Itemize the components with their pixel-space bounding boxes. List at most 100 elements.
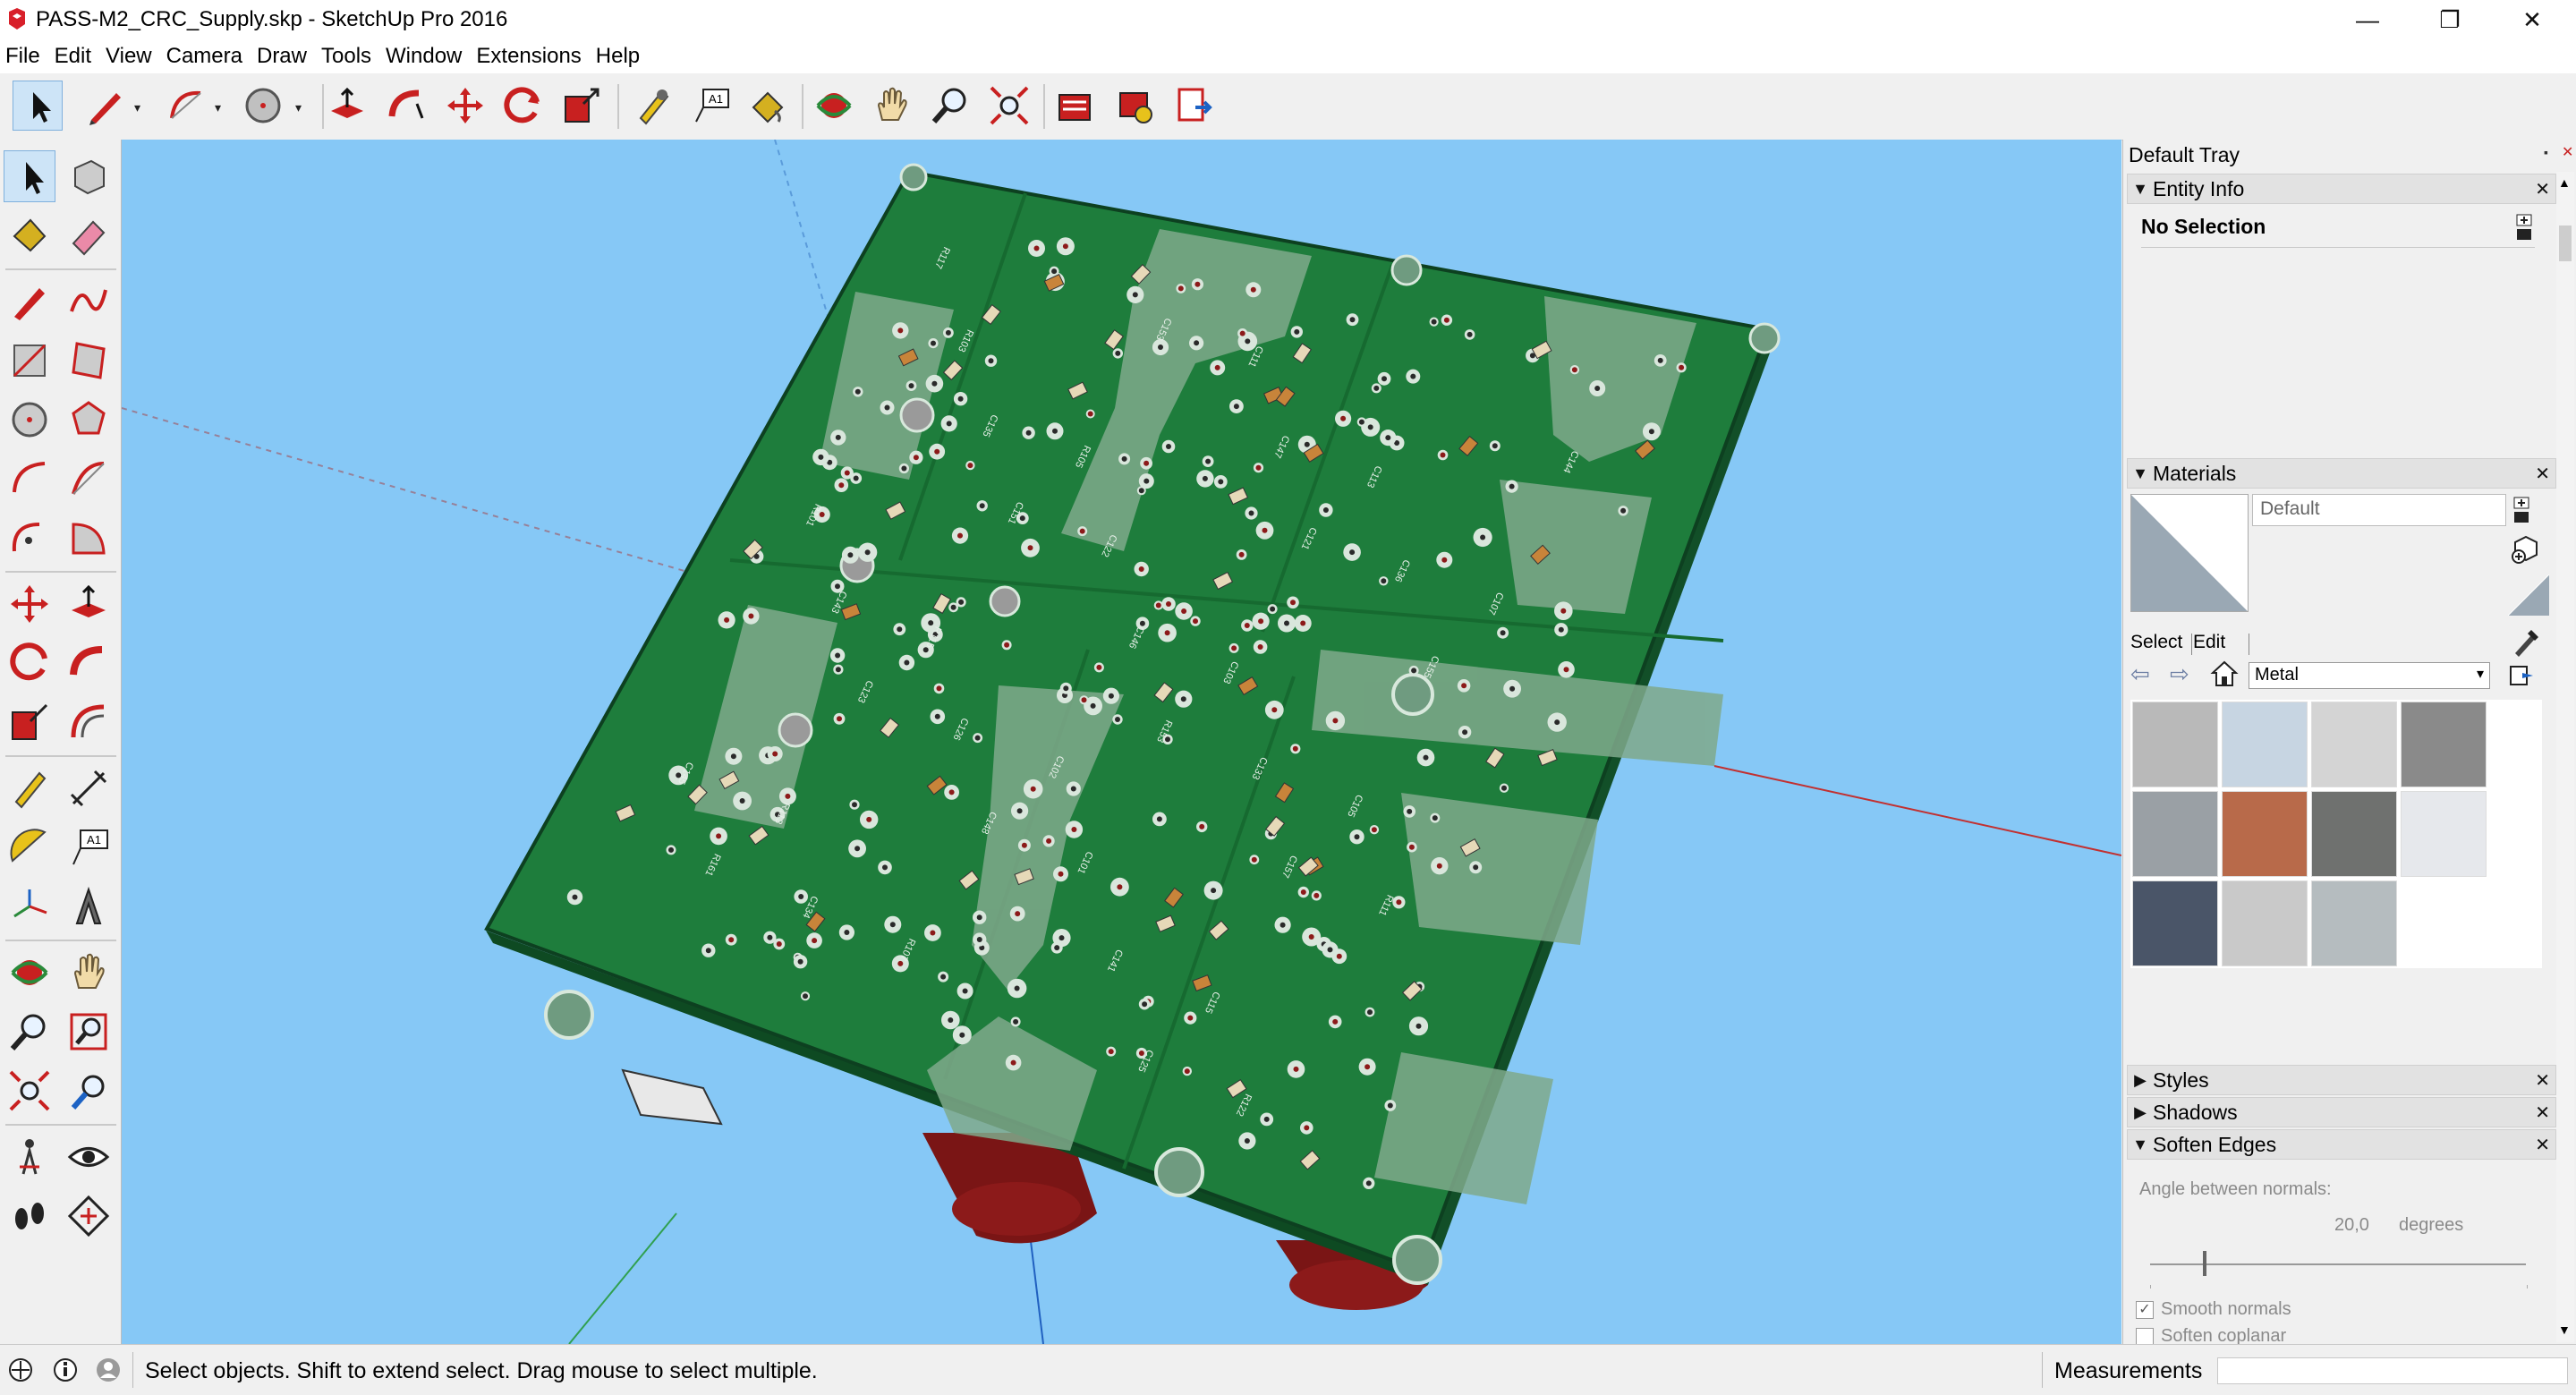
text-tool-button[interactable]: A1: [685, 81, 735, 131]
scroll-down-icon[interactable]: ▼: [2558, 1323, 2571, 1337]
circle-tool-dropdown-icon[interactable]: ▾: [295, 100, 302, 115]
angle-slider-track[interactable]: [2150, 1263, 2526, 1265]
material-swatch[interactable]: [2311, 791, 2397, 877]
palette-3-point-arc-button[interactable]: [4, 512, 55, 564]
materials-header[interactable]: ▼ Materials ✕: [2127, 458, 2556, 489]
palette-zoom-extents-button[interactable]: [4, 1065, 55, 1117]
palette-pie-button[interactable]: [63, 512, 115, 564]
palette-rotate-button[interactable]: [4, 637, 55, 689]
entity-info-expand-icon[interactable]: [2515, 213, 2533, 242]
material-swatch[interactable]: [2132, 880, 2218, 966]
material-swatch[interactable]: [2401, 702, 2487, 787]
palette-axes-button[interactable]: [4, 880, 55, 932]
circle-tool-button[interactable]: [238, 81, 288, 131]
close-button[interactable]: ✕: [2491, 0, 2573, 39]
tray-minimize-icon[interactable]: ▪: [2544, 145, 2548, 159]
palette-move-button[interactable]: [4, 578, 55, 630]
palette-circle-button[interactable]: [4, 394, 55, 446]
material-swatch[interactable]: [2132, 702, 2218, 787]
palette-arc-button[interactable]: [4, 453, 55, 505]
menu-window[interactable]: Window: [386, 44, 463, 68]
shadows-header[interactable]: ▶ Shadows ✕: [2127, 1097, 2556, 1127]
palette-line-button[interactable]: [4, 276, 55, 327]
palette-freehand-button[interactable]: [63, 276, 115, 327]
material-swatch[interactable]: [2311, 702, 2397, 787]
material-swatch[interactable]: [2222, 791, 2308, 877]
palette-position-camera-button[interactable]: [4, 1131, 55, 1183]
home-icon[interactable]: [2209, 659, 2240, 689]
library-details-icon[interactable]: [2508, 662, 2535, 689]
palette-make-component-button[interactable]: [63, 150, 115, 202]
material-swatch[interactable]: [2222, 702, 2308, 787]
palette-scale-button[interactable]: [4, 696, 55, 748]
palette-eraser-button[interactable]: [63, 209, 115, 261]
angle-slider-thumb[interactable]: [2202, 1251, 2206, 1276]
palette-paint-bucket-button[interactable]: [4, 209, 55, 261]
palette-follow-me-button[interactable]: [63, 637, 115, 689]
entity-info-header[interactable]: ▼ Entity Info ✕: [2127, 174, 2556, 204]
palette-pan-button[interactable]: [63, 947, 115, 999]
back-arrow-icon[interactable]: ⇦: [2130, 660, 2150, 687]
palette-tape-measure-button[interactable]: [4, 762, 55, 814]
menu-extensions[interactable]: Extensions: [476, 44, 582, 68]
send-to-layout-button[interactable]: [1169, 81, 1219, 131]
zoom-extents-tool-button[interactable]: [984, 81, 1034, 131]
move-tool-button[interactable]: [440, 81, 490, 131]
shadows-close-icon[interactable]: ✕: [2535, 1103, 2550, 1123]
orbit-tool-button[interactable]: [809, 81, 859, 131]
materials-edit-tab[interactable]: Edit: [2193, 632, 2226, 652]
palette-2-point-arc-button[interactable]: [63, 453, 115, 505]
palette-zoom-button[interactable]: [4, 1006, 55, 1058]
material-details-icon[interactable]: [2512, 496, 2533, 526]
follow-me-tool-button[interactable]: [381, 81, 431, 131]
forward-arrow-icon[interactable]: ⇨: [2170, 660, 2189, 687]
menu-help[interactable]: Help: [595, 44, 641, 68]
styles-header[interactable]: ▶ Styles ✕: [2127, 1065, 2556, 1095]
credits-info-icon[interactable]: [52, 1357, 79, 1383]
palette-rectangle-button[interactable]: [4, 335, 55, 387]
material-swatch[interactable]: [2401, 791, 2487, 877]
tape-measure-tool-button[interactable]: [626, 81, 676, 131]
material-name-field[interactable]: Default: [2252, 494, 2506, 526]
palette-walk-button[interactable]: [4, 1190, 55, 1242]
soften-coplanar-checkbox[interactable]: [2136, 1328, 2154, 1346]
menu-file[interactable]: File: [5, 44, 40, 68]
palette-push-pull-button[interactable]: [63, 578, 115, 630]
measurements-input[interactable]: [2217, 1357, 2568, 1384]
material-swatch[interactable]: [2222, 880, 2308, 966]
menu-edit[interactable]: Edit: [54, 44, 92, 68]
default-material-swatch[interactable]: [2507, 574, 2550, 617]
menu-camera[interactable]: Camera: [166, 44, 242, 68]
user-account-icon[interactable]: [95, 1357, 122, 1383]
palette-zoom-window-button[interactable]: [63, 1006, 115, 1058]
line-tool-button[interactable]: [81, 81, 131, 131]
palette-previous-view-button[interactable]: [63, 1065, 115, 1117]
menu-view[interactable]: View: [106, 44, 152, 68]
soften-edges-header[interactable]: ▼ Soften Edges ✕: [2127, 1129, 2556, 1160]
push-pull-tool-button[interactable]: [322, 81, 372, 131]
pan-tool-button[interactable]: [866, 81, 916, 131]
palette-dimension-button[interactable]: [63, 762, 115, 814]
menu-tools[interactable]: Tools: [321, 44, 372, 68]
tray-close-icon[interactable]: ✕: [2562, 145, 2574, 160]
palette-section-plane-button[interactable]: [63, 1190, 115, 1242]
material-library-select[interactable]: Metal ▾: [2249, 662, 2490, 689]
smooth-normals-checkbox[interactable]: ✓: [2136, 1301, 2154, 1319]
arc-tool-dropdown-icon[interactable]: ▾: [215, 100, 222, 115]
minimize-button[interactable]: —: [2326, 0, 2409, 39]
tray-scrollbar[interactable]: ▲ ▼: [2556, 172, 2574, 1342]
soften-edges-close-icon[interactable]: ✕: [2535, 1136, 2550, 1155]
materials-close-icon[interactable]: ✕: [2535, 464, 2550, 484]
arc-tool-button[interactable]: [161, 81, 211, 131]
line-tool-dropdown-icon[interactable]: ▾: [134, 100, 141, 115]
palette-text-button[interactable]: A1: [63, 821, 115, 873]
geo-location-icon[interactable]: [7, 1357, 34, 1383]
menu-draw[interactable]: Draw: [256, 44, 307, 68]
palette-offset-button[interactable]: [63, 696, 115, 748]
extension-warehouse-button[interactable]: [1109, 81, 1160, 131]
scroll-up-icon[interactable]: ▲: [2558, 175, 2571, 190]
palette-look-around-button[interactable]: [63, 1131, 115, 1183]
materials-select-tab[interactable]: Select: [2130, 632, 2183, 652]
rotate-tool-button[interactable]: [497, 81, 548, 131]
